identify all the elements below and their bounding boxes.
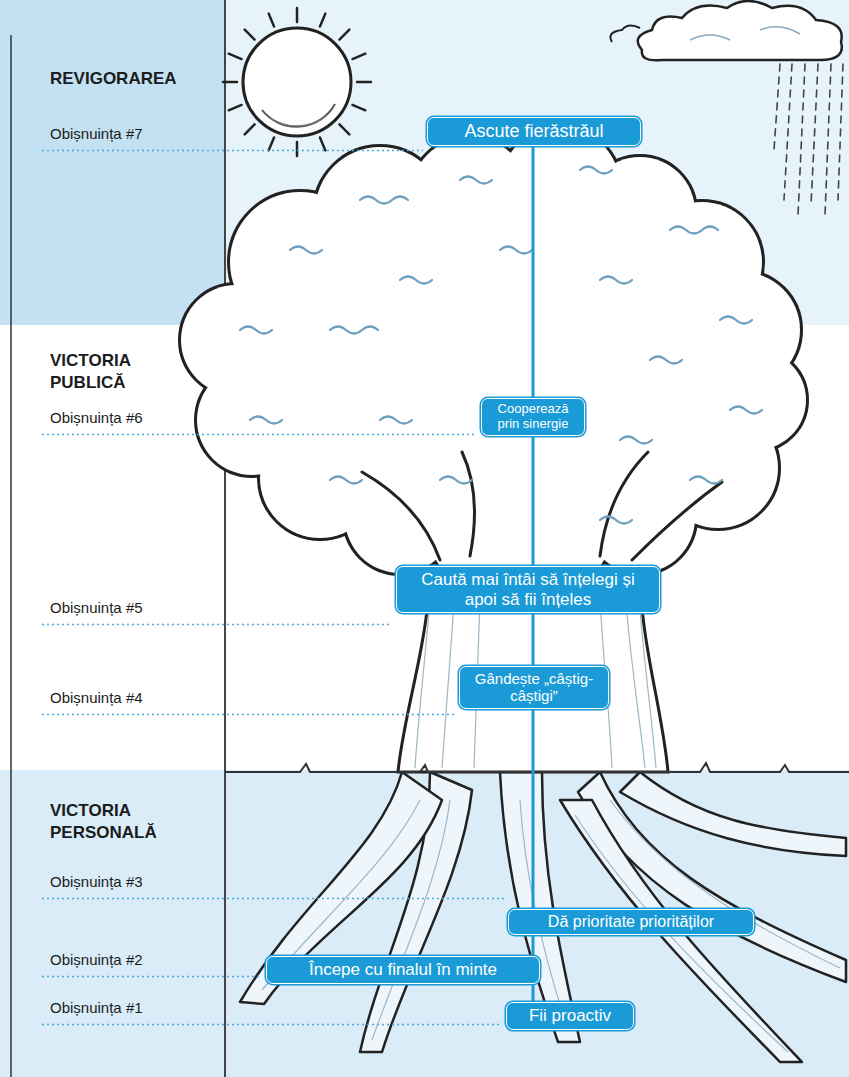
habit-box: Caută mai întâi să înțelegi și apoi să f… bbox=[396, 566, 660, 613]
habit-connector bbox=[533, 436, 534, 566]
habit-connector bbox=[533, 146, 534, 398]
habit-text: Gândește „câștig-câștigi” bbox=[468, 670, 600, 705]
habit-box: Începe cu finalul în minte bbox=[266, 956, 540, 984]
habit-number: Obișnuința #3 bbox=[50, 872, 143, 892]
section-heading: VICTORIA PUBLICĂ bbox=[50, 350, 175, 394]
habit-number: Obișnuința #2 bbox=[50, 950, 143, 970]
habit-connector bbox=[533, 709, 534, 910]
leader-line bbox=[42, 714, 455, 716]
habit-text: Ascute fierăstrăul bbox=[436, 121, 632, 142]
habit-box: Ascute fierăstrăul bbox=[427, 117, 641, 146]
leader-line bbox=[42, 434, 477, 436]
leader-line bbox=[42, 976, 262, 978]
habit-number: Obișnuința #5 bbox=[50, 598, 143, 618]
habit-number: Obișnuința #4 bbox=[50, 688, 143, 708]
section-heading: VICTORIA PERSONALĂ bbox=[50, 800, 175, 844]
habit-connector bbox=[533, 984, 534, 1002]
leader-line bbox=[42, 624, 392, 626]
habit-box: Cooperează prin sinergie bbox=[481, 398, 585, 436]
habit-text: Începe cu finalul în minte bbox=[275, 960, 531, 980]
leader-line bbox=[42, 150, 423, 152]
habit-box: Dă prioritate priorităților bbox=[508, 909, 754, 935]
habit-text: Cooperează prin sinergie bbox=[490, 402, 576, 432]
habit-connector bbox=[533, 935, 534, 956]
leader-line bbox=[42, 898, 504, 900]
leader-line bbox=[42, 1024, 502, 1026]
habit-box: Fii proactiv bbox=[506, 1002, 634, 1030]
habit-number: Obișnuința #7 bbox=[50, 124, 143, 144]
section-heading: REVIGORAREA bbox=[50, 68, 220, 90]
habit-box: Gândește „câștig-câștigi” bbox=[459, 666, 609, 709]
habit-text: Caută mai întâi să înțelegi și apoi să f… bbox=[405, 570, 651, 609]
habit-text: Fii proactiv bbox=[515, 1006, 625, 1026]
habit-connector bbox=[533, 613, 534, 666]
habit-number: Obișnuința #6 bbox=[50, 408, 143, 428]
habit-text: Dă prioritate priorităților bbox=[517, 913, 745, 931]
habit-number: Obișnuința #1 bbox=[50, 998, 143, 1018]
